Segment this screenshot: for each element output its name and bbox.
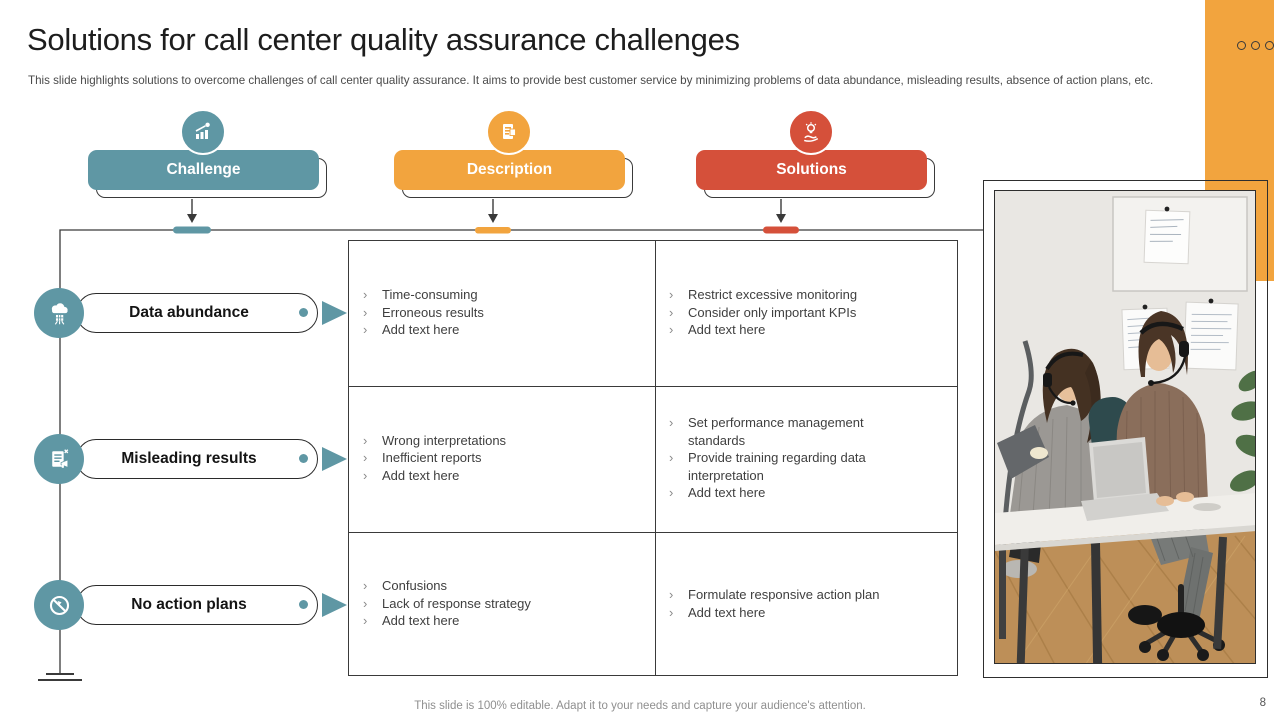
challenge-label: No action plans (131, 596, 247, 613)
bullet-item: ›Add text here (669, 322, 766, 338)
photo-illustration (995, 191, 1255, 663)
idea-hand-icon (788, 109, 834, 155)
column-label: Description (466, 161, 553, 178)
connector-dot (299, 308, 308, 317)
report-alert-icon (34, 434, 84, 484)
cloud-data-icon (34, 288, 84, 338)
solutions-cell-row-0[interactable]: ›Restrict excessive monitoring ›Consider… (656, 241, 956, 384)
photo-frame (983, 180, 1268, 678)
bullet-item: ›Restrict excessive monitoring (669, 287, 858, 303)
bullet-item: ›Set performance management standards (669, 415, 864, 448)
column-label: Solutions (776, 161, 847, 178)
bullet-item: ›Confusions (363, 578, 448, 594)
document-icon (486, 109, 532, 155)
solutions-cell-row-2[interactable]: ›Formulate responsive action plan ›Add t… (656, 532, 956, 675)
orange-dash (475, 227, 511, 234)
options-dots-icon (1237, 41, 1274, 50)
challenge-label: Data abundance (129, 304, 249, 321)
footer-note: This slide is 100% editable. Adapt it to… (414, 700, 866, 712)
solutions-cell-row-1[interactable]: ›Set performance management standards ›P… (656, 386, 956, 530)
bullet-item: ›Add text here (363, 322, 460, 338)
challenge-item-no-action-plans[interactable]: No action plans (76, 585, 318, 625)
no-action-icon (34, 580, 84, 630)
bullet-item: ›Erroneous results (363, 304, 484, 320)
bullet-item: ›Lack of response strategy (363, 595, 531, 611)
bullet-item: ›Add text here (363, 467, 460, 483)
bullet-item: ›Consider only important KPIs (669, 304, 857, 320)
call-center-photo[interactable] (994, 190, 1256, 664)
right-arrow-icon (322, 301, 347, 325)
challenge-item-data-abundance[interactable]: Data abundance (76, 293, 318, 333)
dot-icon (1251, 41, 1260, 50)
page-title: Solutions for call center quality assura… (27, 22, 740, 57)
page-number: 8 (1259, 697, 1266, 709)
column-label: Challenge (166, 161, 241, 178)
bullet-item: ›Add text here (363, 613, 460, 629)
right-arrow-icon (322, 593, 347, 617)
bullet-item: ›Add text here (669, 485, 766, 501)
bullet-item: ›Time-consuming (363, 287, 478, 303)
dot-icon (1265, 41, 1274, 50)
description-cell-row-2[interactable]: ›Confusions ›Lack of response strategy ›… (350, 532, 652, 675)
slide-subtitle: This slide highlights solutions to overc… (28, 74, 1154, 87)
bullet-item: ›Formulate responsive action plan (669, 587, 880, 602)
challenge-label: Misleading results (121, 450, 257, 467)
column-header-description[interactable]: Description (394, 150, 625, 190)
growth-chart-icon (180, 109, 226, 155)
connector-dot (299, 454, 308, 463)
teal-dash (173, 226, 211, 234)
description-cell-row-1[interactable]: ›Wrong interpretations ›Inefficient repo… (350, 386, 652, 530)
column-header-challenge[interactable]: Challenge (88, 150, 319, 190)
column-header-solutions[interactable]: Solutions (696, 150, 927, 190)
bullet-item: ›Inefficient reports (363, 450, 482, 466)
right-arrow-icon (322, 447, 347, 471)
connector-dot (299, 600, 308, 609)
description-cell-row-0[interactable]: ›Time-consuming ›Erroneous results ›Add … (350, 241, 652, 384)
flow-arrow (187, 199, 786, 223)
bullet-item: ›Wrong interpretations (363, 432, 507, 448)
bullet-item: ›Provide training regarding data interpr… (669, 450, 866, 483)
bullet-item: ›Add text here (669, 604, 766, 620)
dot-icon (1237, 41, 1246, 50)
red-dash (763, 226, 799, 234)
challenge-item-misleading-results[interactable]: Misleading results (76, 439, 318, 479)
